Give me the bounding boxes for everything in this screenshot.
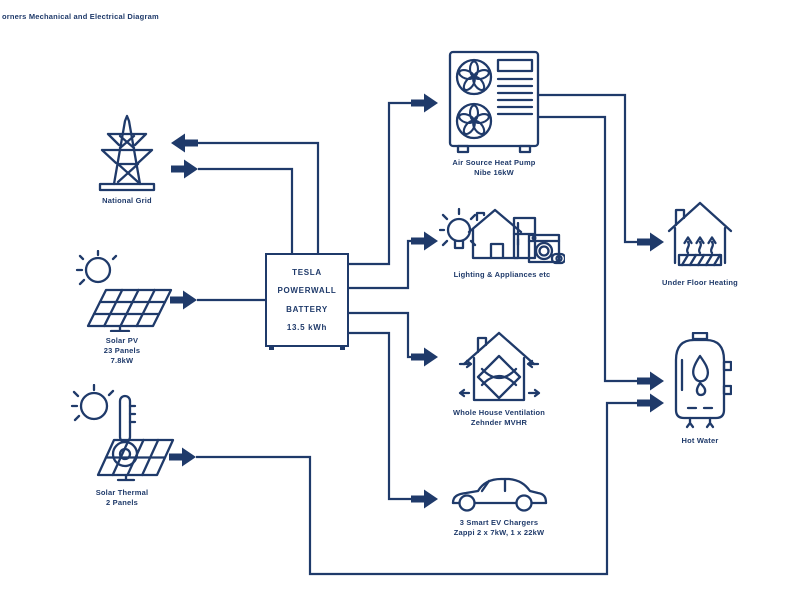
line-battery-to-ev bbox=[349, 331, 411, 501]
battery-capacity-label: 13.5 kWh bbox=[286, 322, 328, 332]
house-heat-exchanger-icon bbox=[458, 331, 541, 402]
arrow-from-solar-thermal-icon bbox=[169, 447, 196, 467]
heat-pump-fans-icon bbox=[448, 50, 540, 154]
arrow-from-solar-pv-icon bbox=[170, 290, 197, 310]
line-solar-thermal-to-hot-water bbox=[196, 401, 637, 576]
car-icon bbox=[451, 477, 548, 512]
tesla-powerwall-battery-box: TESLA POWERWALL BATTERY 13.5 kWh bbox=[265, 253, 349, 350]
pylon-icon bbox=[98, 114, 156, 192]
node-solar-thermal: Solar Thermal 2 Panels bbox=[58, 384, 186, 508]
national-grid-label: National Grid bbox=[102, 196, 152, 205]
battery-type-label: BATTERY bbox=[286, 304, 328, 314]
node-lighting: Lighting & Appliances etc bbox=[438, 206, 566, 280]
battery-foot-left bbox=[269, 345, 274, 350]
solar-pv-label: Solar PV bbox=[105, 336, 139, 345]
solar-panel-sun-icon bbox=[75, 250, 173, 332]
line-heat-pump-to-hot-water bbox=[538, 115, 637, 383]
line-grid-to-battery-import bbox=[198, 167, 294, 253]
page-title: orners Mechanical and Electrical Diagram bbox=[2, 12, 159, 21]
arrow-into-ev-icon bbox=[411, 489, 438, 509]
arrow-into-heat-pump-icon bbox=[411, 93, 438, 113]
arrow-into-ventilation-icon bbox=[411, 347, 438, 367]
heat-pump-label: Air Source Heat Pump bbox=[452, 158, 536, 167]
arrow-to-grid-icon bbox=[171, 133, 198, 153]
battery-foot-right bbox=[340, 345, 345, 350]
solar-thermal-label: Solar Thermal bbox=[95, 488, 149, 497]
node-ev-chargers: 3 Smart EV Chargers Zappi 2 x 7kW, 1 x 2… bbox=[440, 468, 558, 538]
boiler-flame-icon bbox=[674, 332, 732, 429]
line-battery-to-lighting bbox=[349, 239, 411, 290]
solar-thermal-panels-label: 2 Panels bbox=[105, 498, 139, 508]
ventilation-label: Whole House Ventilation bbox=[452, 408, 546, 417]
battery-brand-label: TESLA bbox=[292, 268, 322, 278]
ev-chargers-detail-label: Zappi 2 x 7kW, 1 x 22kW bbox=[453, 528, 545, 538]
line-heat-pump-to-ufh bbox=[538, 93, 637, 244]
hot-water-label: Hot Water bbox=[681, 436, 719, 445]
heat-pump-model-label: Nibe 16kW bbox=[474, 168, 514, 178]
ev-chargers-label: 3 Smart EV Chargers bbox=[459, 518, 539, 527]
node-solar-pv: Solar PV 23 Panels 7.8kW bbox=[58, 250, 186, 366]
bulb-house-appliances-icon bbox=[439, 207, 565, 265]
node-national-grid: National Grid bbox=[84, 114, 170, 206]
line-battery-to-grid-export bbox=[198, 141, 320, 253]
node-hot-water: Hot Water bbox=[666, 332, 734, 446]
node-heat-pump: Air Source Heat Pump Nibe 16kW bbox=[446, 50, 542, 178]
ventilation-model-label: Zehnder MVHR bbox=[470, 418, 528, 428]
arrow-from-grid-icon bbox=[171, 159, 198, 179]
arrow-into-hot-water-bottom-icon bbox=[637, 393, 664, 413]
line-battery-to-ventilation bbox=[349, 311, 411, 359]
line-battery-to-heat-pump bbox=[349, 101, 411, 266]
solar-pv-power-label: 7.8kW bbox=[110, 356, 134, 366]
solar-thermometer-icon bbox=[70, 384, 175, 482]
arrow-into-lighting-icon bbox=[411, 231, 438, 251]
node-ventilation: Whole House Ventilation Zehnder MVHR bbox=[452, 330, 546, 428]
solar-pv-panels-label: 23 Panels bbox=[103, 346, 141, 356]
battery-product-label: POWERWALL bbox=[277, 286, 337, 296]
arrow-into-ufh-icon bbox=[637, 232, 664, 252]
lighting-label: Lighting & Appliances etc bbox=[453, 270, 551, 279]
house-floor-heat-icon bbox=[667, 201, 733, 267]
node-underfloor-heating: Under Floor Heating bbox=[662, 200, 738, 288]
arrow-into-hot-water-top-icon bbox=[637, 371, 664, 391]
underfloor-heating-label: Under Floor Heating bbox=[662, 278, 738, 287]
